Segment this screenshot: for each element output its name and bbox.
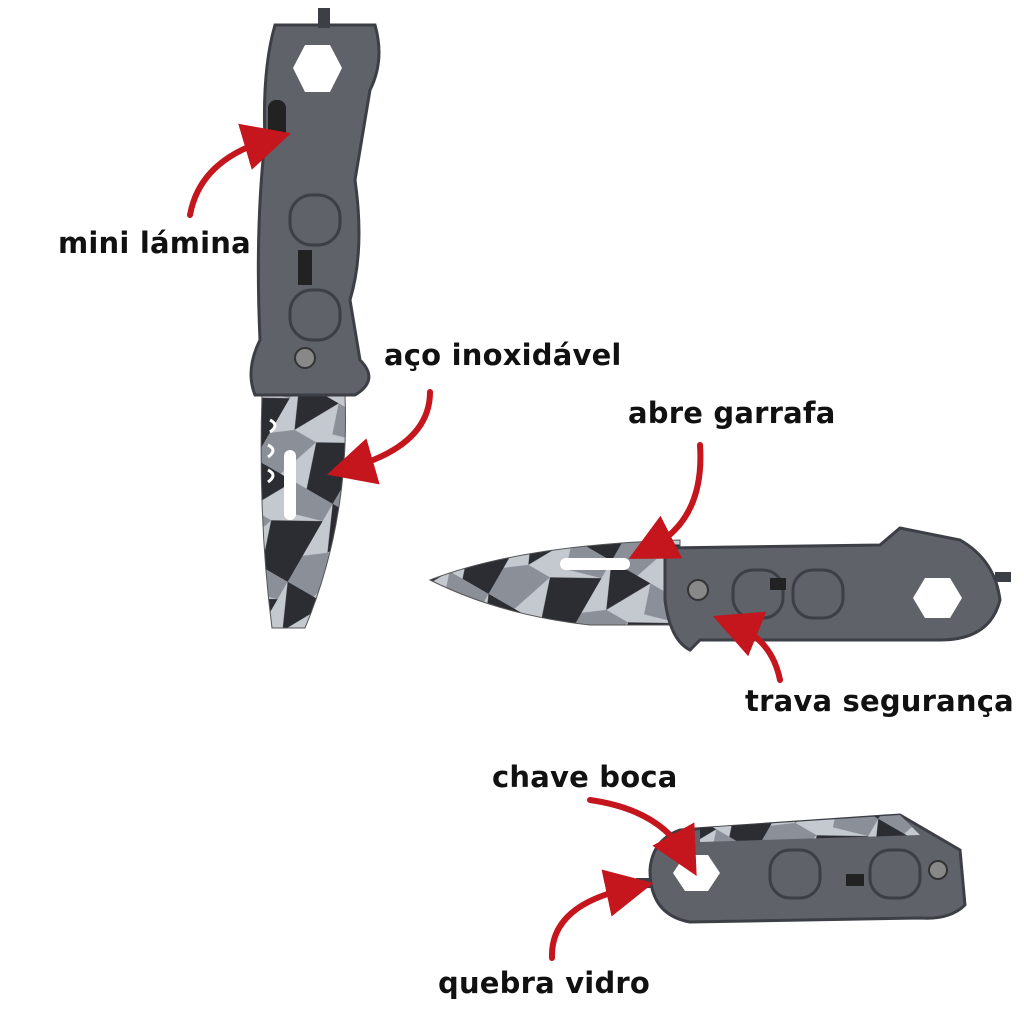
wrench-hole xyxy=(913,578,962,618)
knife-closed xyxy=(636,813,967,924)
arrow-safety-lock xyxy=(712,611,783,683)
label-safety-lock: trava segurança xyxy=(745,684,1014,718)
arrow-mini-blade xyxy=(187,123,292,218)
label-bottle-opener: abre garrafa xyxy=(628,396,836,430)
arrow-wrench xyxy=(587,797,697,876)
label-glass-breaker: quebra vidro xyxy=(438,966,651,1000)
label-stainless-steel: aço inoxidável xyxy=(384,338,622,372)
arrow-bottle-opener xyxy=(628,442,704,559)
wrench-hole xyxy=(293,45,342,92)
glass-breaker-tip xyxy=(318,8,330,28)
blade xyxy=(428,539,681,626)
label-wrench: chave boca xyxy=(492,760,678,794)
label-mini-blade: mini lámina xyxy=(58,226,251,260)
knife-vertical xyxy=(249,8,381,629)
arrow-stainless-steel xyxy=(326,389,433,485)
arrow-glass-breaker xyxy=(548,869,654,961)
knife-horizontal xyxy=(428,526,1011,652)
